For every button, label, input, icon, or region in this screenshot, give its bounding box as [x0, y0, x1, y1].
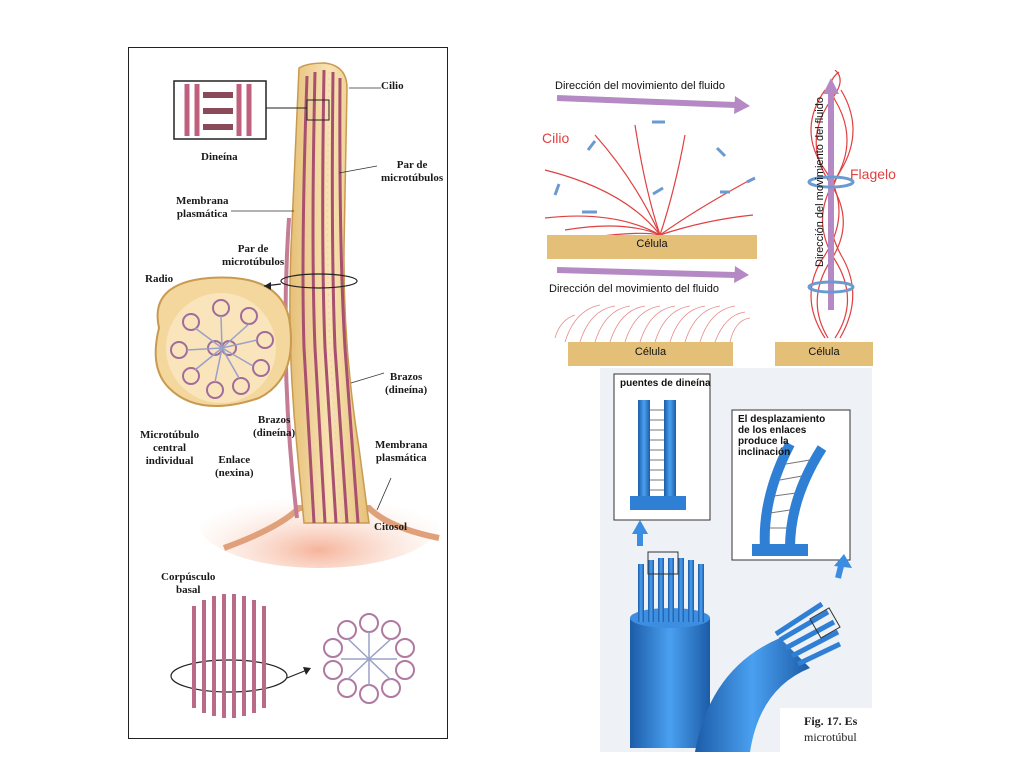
- label-citosol: Citosol: [374, 521, 407, 533]
- label-membrana-plasmatica-2: Membrana plasmática: [375, 439, 428, 464]
- label-cilio: Cilio: [381, 80, 404, 92]
- celula-label-2: Célula: [634, 346, 667, 358]
- flagelo-direction-label: Dirección del movimiento del fluido: [814, 97, 826, 267]
- celula-label-3: Célula: [808, 346, 840, 358]
- label-radio: Radio: [145, 273, 174, 285]
- flagelo-label: Flagelo: [850, 166, 896, 182]
- label-dineina-top: Dineína: [201, 151, 238, 163]
- puentes-dineina-label: puentes de dineína: [620, 378, 711, 389]
- label-corpusculo-basal: Corpúsculo basal: [161, 571, 216, 596]
- celula-label-1: Célula: [636, 238, 668, 250]
- label-brazos-dineina-2: Brazos (dineína): [385, 371, 428, 396]
- fluid-direction-bottom-label: Dirección del movimiento del fluido: [549, 283, 719, 295]
- cilia-field: [554, 304, 751, 343]
- blue-flow-arrows: [553, 120, 756, 214]
- plasma-membrane-base: [222, 505, 440, 551]
- axoneme-bent: [695, 638, 810, 752]
- cilium-structure-drawing: [154, 62, 440, 718]
- desplazamiento-label: El desplazamiento de los enlaces produce…: [738, 414, 826, 458]
- fig-caption-line-1: Fig. 17. Es: [804, 714, 858, 728]
- label-par-microtubulos-1: Par de microtúbulos: [381, 159, 444, 184]
- celula-bar-2: [568, 342, 733, 366]
- basal-body-drawing: [170, 594, 415, 718]
- fluid-arrow-top: [556, 95, 736, 108]
- cilia-flagella-motion-diagram: [544, 70, 873, 366]
- cilio-beat-lines: [544, 124, 754, 241]
- celula-bar-1: [547, 235, 757, 259]
- fluid-direction-top-label: Dirección del movimiento del fluido: [555, 80, 725, 92]
- inset-box-left: [613, 373, 711, 521]
- celula-bar-3: [775, 342, 873, 366]
- label-brazos-dineina-1: Brazos (dineína): [253, 414, 296, 439]
- cilio-label: Cilio: [542, 130, 570, 146]
- cilium-structure-panel: Cilio Dineína Par de microtúbulos Membra…: [128, 47, 448, 739]
- dynein-bending-figure: puentes de dineína El desplazamiento de …: [600, 368, 872, 752]
- microtubule-bundle: [301, 69, 360, 524]
- axoneme-straight: [630, 618, 710, 748]
- label-par-microtubulos-2: Par de microtúbulos: [222, 243, 285, 268]
- fig-caption-line-2: microtúbul: [804, 730, 857, 744]
- label-microtubulo-central: Microtúbulo central individual: [140, 429, 200, 467]
- dynein-bending-drawing: [613, 373, 872, 752]
- label-membrana-plasmatica-1: Membrana plasmática: [176, 195, 229, 220]
- label-enlace-nexina: Enlace (nexina): [215, 454, 254, 479]
